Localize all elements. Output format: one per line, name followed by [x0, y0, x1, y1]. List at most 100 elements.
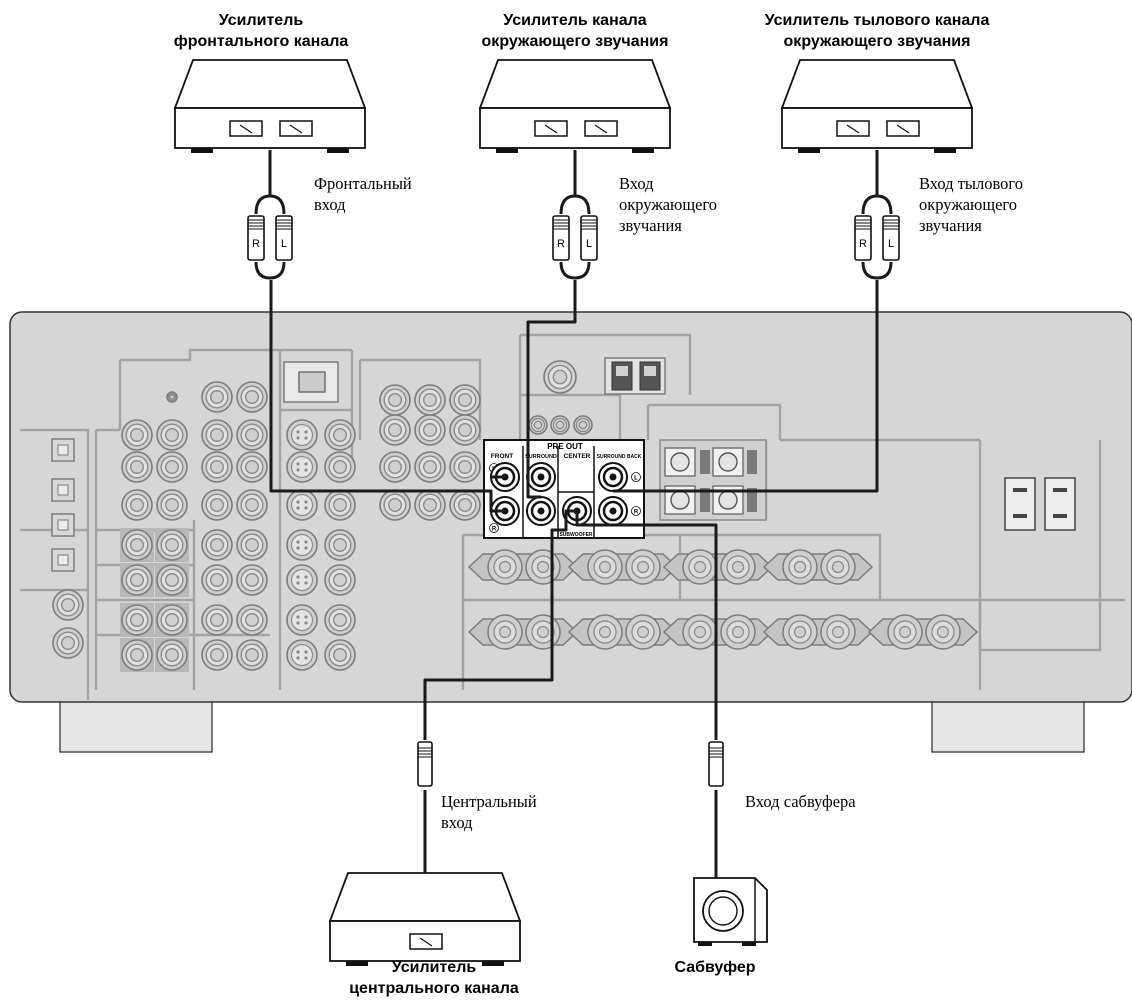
panel-sections: [20, 333, 1125, 700]
indicator-dot: [166, 391, 178, 403]
jack-inner: [209, 428, 224, 443]
jack-inner: [423, 393, 438, 408]
surround-amp-heading-line: окружающего звучания: [481, 33, 669, 50]
jack-inner: [578, 420, 588, 430]
jack-pin: [296, 462, 300, 466]
surround-back-cable: [613, 280, 879, 493]
amp-front-panel: [174, 107, 366, 149]
jack-inner: [164, 538, 179, 553]
ac-outlet: [1044, 477, 1076, 531]
jack-pin: [304, 500, 308, 504]
signal-cables: [254, 150, 893, 878]
surround-back-input-label: Вход тылового окружающего звучания: [919, 173, 1023, 236]
amp-front-panel: [479, 107, 671, 149]
jack-inner: [164, 648, 179, 663]
surround-back-amp-heading-line: окружающего звучания: [783, 33, 971, 50]
preout-subwoofer-label: SUBWOOFER: [559, 532, 592, 538]
jack-inner: [129, 428, 144, 443]
center-amp-heading-line: центрального канала: [349, 980, 519, 997]
ac-outlet-slot: [1013, 488, 1027, 492]
rca-jack: [121, 529, 153, 561]
speaker-terminal-plate: [662, 553, 774, 581]
surround-input-label-line: окружающего: [619, 195, 718, 214]
front-input-label-line: Фронтальный: [314, 174, 412, 193]
rca-jack: [156, 639, 188, 671]
rca-jack: [121, 639, 153, 671]
rca-jack: [324, 529, 356, 561]
receiver-jacks: [51, 357, 1076, 672]
ac-outlet-slot: [1053, 488, 1067, 492]
post-inner: [731, 625, 745, 639]
amp-top: [173, 59, 367, 109]
jack-pin: [304, 540, 308, 544]
rca-jack: [156, 451, 188, 483]
rca-jack: [236, 529, 268, 561]
plug-body: [580, 215, 598, 261]
speaker-terminal-plate: [467, 553, 579, 581]
rca-jack: [236, 489, 268, 521]
optical-jack: [51, 548, 75, 572]
jack-inner: [57, 444, 69, 456]
jack-pin: [537, 507, 545, 515]
preout-jack: [598, 496, 628, 526]
jack-pin: [609, 507, 617, 515]
jack-inner: [423, 423, 438, 438]
optical-jack: [51, 478, 75, 502]
am-antenna-clip-face: [616, 366, 628, 376]
jack-inner: [244, 390, 259, 405]
speaker-terminal-plate: [567, 618, 679, 646]
surround-back-amplifier: [780, 59, 974, 153]
rca-jack: [236, 419, 268, 451]
center-cable: [423, 509, 577, 740]
terminal-clip: [700, 488, 710, 512]
jack-inner: [164, 613, 179, 628]
surround-cable: [526, 280, 577, 499]
binding-post: [625, 614, 661, 650]
jack-inner: [388, 393, 403, 408]
rca-jack: [201, 604, 233, 636]
plug-join-cable: [559, 261, 591, 280]
binding-post: [587, 549, 623, 585]
jack-pin: [304, 656, 308, 660]
jack-ring: [290, 533, 314, 557]
jack-inner: [129, 648, 144, 663]
center-input-label-line: Центральный: [441, 792, 537, 811]
preout-jack: [526, 496, 556, 526]
amp-meter-needle: [419, 937, 433, 947]
jack-ring: [290, 455, 314, 479]
preout-front-label: FRONT: [491, 453, 513, 460]
post-inner: [636, 625, 650, 639]
panel-section-divider: [520, 393, 622, 440]
jack-inner: [209, 538, 224, 553]
amp-foot: [496, 148, 518, 153]
jack-inner: [244, 613, 259, 628]
jack-pin: [304, 575, 308, 579]
post-inner: [936, 625, 950, 639]
right-channel-plug: R: [854, 215, 872, 261]
binding-post: [782, 614, 818, 650]
dsub-connector: [298, 371, 326, 393]
rca-jack: [414, 489, 446, 521]
plug-body: [854, 215, 872, 261]
post-inner: [636, 560, 650, 574]
jack-pin: [304, 430, 308, 434]
rca-jack: [414, 414, 446, 446]
panel-section-divider: [520, 333, 692, 395]
jack-inner: [57, 484, 69, 496]
rca-jack: [121, 489, 153, 521]
jack-inner: [333, 538, 348, 553]
plug-join-cable: [861, 261, 893, 280]
front-amp-heading-line: Усилитель: [218, 12, 304, 29]
jack-inner: [388, 423, 403, 438]
jack-inner: [57, 554, 69, 566]
jack-ring: [290, 568, 314, 592]
jack-pin: [296, 546, 300, 550]
surround-back-input-label-line: звучания: [919, 216, 982, 235]
jack-inner: [209, 498, 224, 513]
rca-jack: [449, 489, 481, 521]
jack-inner: [244, 498, 259, 513]
subwoofer-heading: Сабвуфер: [650, 957, 780, 978]
post-inner: [536, 560, 550, 574]
terminal-screw: [670, 452, 690, 472]
